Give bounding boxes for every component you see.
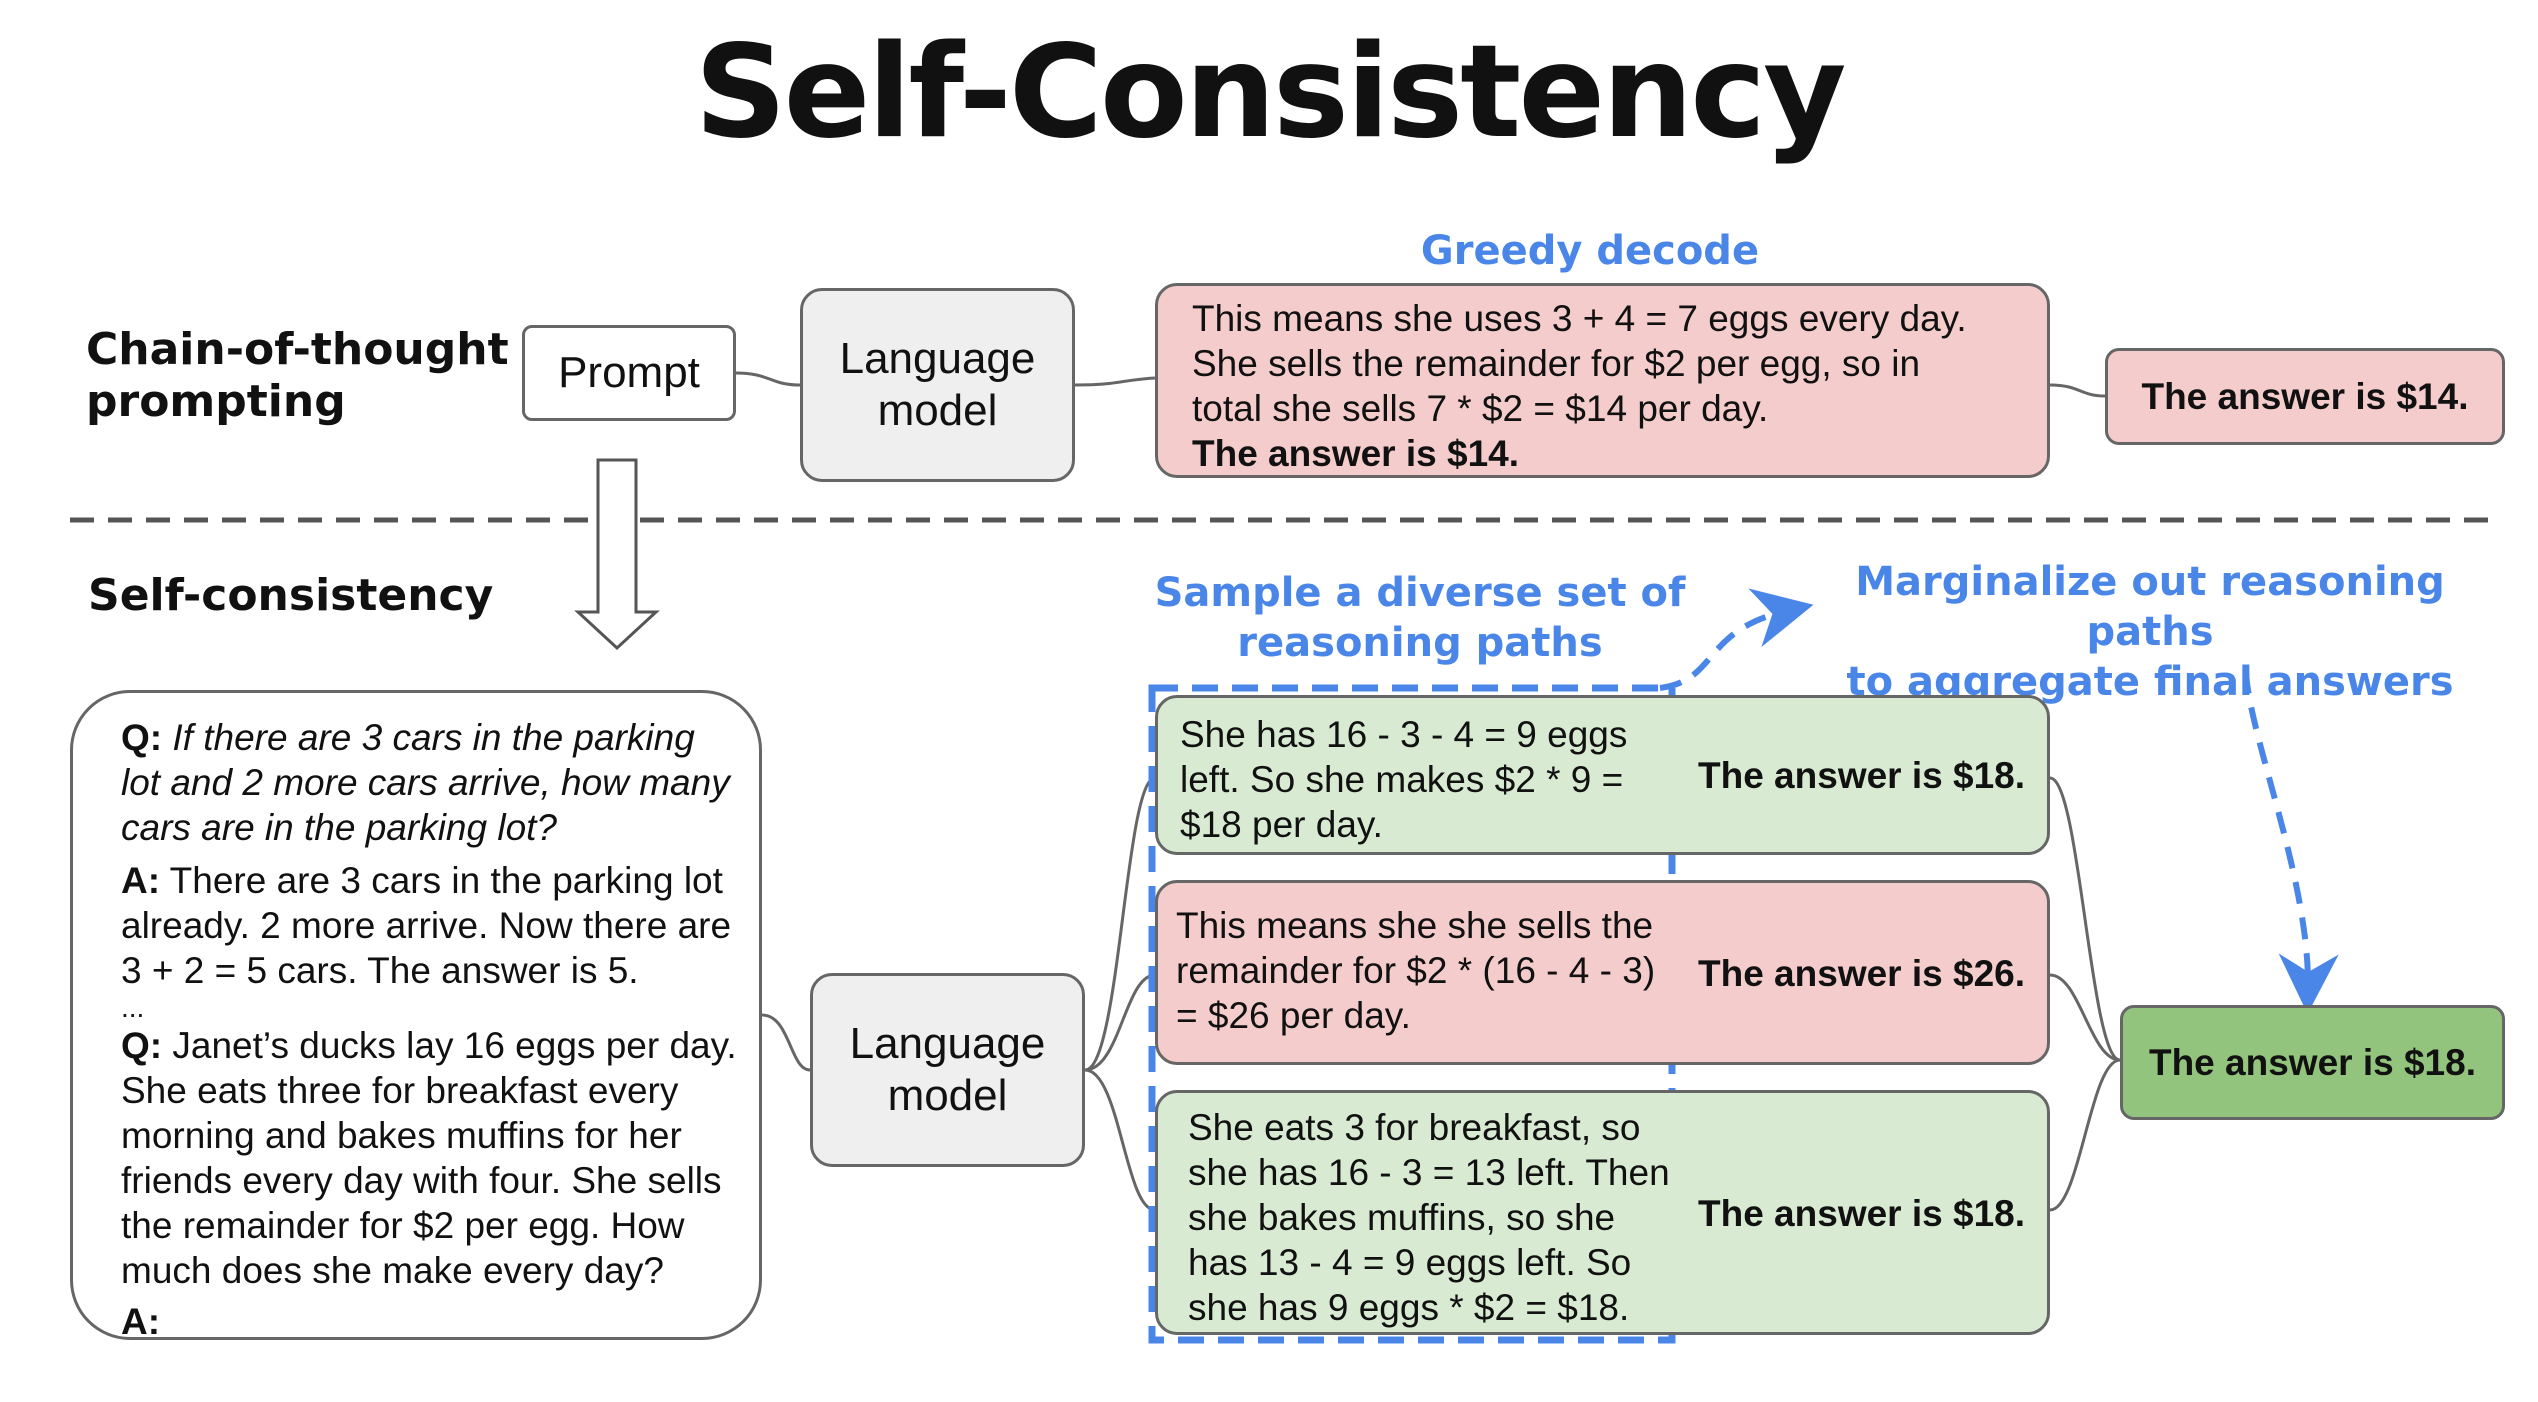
sample-label-line1: Sample a diverse set of [1154, 570, 1686, 616]
aggregate-arrow [2243, 671, 2339, 1014]
marginalize-line1: Marginalize out reasoning paths [1855, 559, 2445, 655]
path1-line-1: She has 16 - 3 - 4 = 9 eggs [1180, 714, 1628, 755]
cot-lm-line1: Language [839, 334, 1036, 383]
q2-text-1: Janet’s ducks lay 16 eggs per day. [172, 1025, 737, 1066]
sc-final-answer: The answer is $18. [2148, 1041, 2476, 1083]
sc-prompt-box: Q: If there are 3 cars in the parking lo… [70, 690, 762, 1342]
sc-lm-line1: Language [849, 1019, 1046, 1068]
a1-prefix: A: [121, 860, 161, 901]
reasoning-path-3: She eats 3 for breakfast, so she has 16 … [1155, 1090, 2050, 1335]
lm-to-path2 [1084, 973, 1156, 1072]
path1-line-3: $18 per day. [1180, 804, 1383, 845]
greedy-decode-label: Greedy decode [1420, 228, 1760, 274]
cot-language-model-box: Language model [800, 288, 1075, 482]
a1-text-2: already. 2 more arrive. Now there are [121, 905, 732, 946]
greedy-decode-box: This means she uses 3 + 4 = 7 eggs every… [1155, 283, 2050, 478]
prompt-to-lm2-line [761, 1013, 811, 1072]
reasoning-path-2: This means she she sells the remainder f… [1155, 880, 2050, 1065]
path3-line-1: She eats 3 for breakfast, so [1188, 1107, 1641, 1148]
q2-text-2: She eats three for breakfast every [121, 1070, 679, 1111]
cot-label-line1: Chain-of-thought [86, 324, 509, 375]
q2-prefix: Q: [121, 1025, 163, 1066]
greedy-line-1: This means she uses 3 + 4 = 7 eggs every… [1192, 298, 1967, 339]
lm-to-path3 [1084, 1068, 1156, 1212]
q1-text-2: lot and 2 more cars arrive, how many [121, 762, 730, 803]
a1-text-1: There are 3 cars in the parking lot [169, 860, 723, 901]
q1-text-3: cars are in the parking lot? [121, 807, 558, 848]
lm-to-greedy-line [1074, 376, 1156, 387]
cot-label-line2: prompting [86, 376, 346, 427]
path1-line-2: left. So she makes $2 * 9 = [1180, 759, 1624, 800]
greedy-line-2: She sells the remainder for $2 per egg, … [1192, 343, 1921, 384]
prompt-to-lm-line [735, 371, 801, 387]
path3-to-final [2049, 1058, 2121, 1212]
cot-final-answer: The answer is $14. [2141, 375, 2469, 417]
greedy-to-answer-line [2049, 383, 2106, 398]
path2-line-2: remainder for $2 * (16 - 4 - 3) [1176, 950, 1656, 991]
greedy-line-3: total she sells 7 * $2 = $14 per day. [1192, 388, 1769, 429]
q2-line-1: Q: Janet’s ducks lay 16 eggs per day. [121, 1023, 759, 1068]
a1-line-1: A: There are 3 cars in the parking lot [121, 858, 759, 903]
path1-answer: The answer is $18. [1698, 755, 2026, 796]
sc-language-model-box: Language model [810, 973, 1085, 1167]
q1-prefix: Q: [121, 717, 163, 758]
sc-lm-line2: model [887, 1071, 1008, 1120]
cot-final-answer-box: The answer is $14. [2105, 348, 2505, 445]
reasoning-path-1: She has 16 - 3 - 4 = 9 eggs left. So she… [1155, 695, 2050, 855]
path3-line-5: she has 9 eggs * $2 = $18. [1188, 1287, 1630, 1328]
cot-lm-line2: model [877, 386, 998, 435]
path3-line-3: she bakes muffins, so she [1188, 1197, 1616, 1238]
marginalize-label: Marginalize out reasoning paths to aggre… [1800, 557, 2500, 707]
q2-text-3: morning and bakes muffins for her [121, 1115, 682, 1156]
marginalize-arrow [1659, 588, 1814, 691]
path3-line-2: she has 16 - 3 = 13 left. Then [1188, 1152, 1670, 1193]
diagram-title: Self-Consistency [694, 18, 1846, 167]
q2-text-5: the remainder for $2 per egg. How [121, 1205, 685, 1246]
q1-line-1: Q: If there are 3 cars in the parking [121, 715, 759, 760]
sc-label: Self-consistency [88, 570, 494, 621]
greedy-answer-line: The answer is $14. [1192, 433, 1520, 474]
path2-line-1: This means she she sells the [1176, 905, 1654, 946]
cot-label: Chain-of-thought prompting [86, 324, 509, 428]
prompt-label: Prompt [558, 348, 700, 397]
prompt-box: Prompt [522, 325, 736, 421]
sample-label-line2: reasoning paths [1237, 620, 1603, 666]
down-arrow [574, 458, 660, 651]
sample-paths-label: Sample a diverse set of reasoning paths [1140, 568, 1700, 668]
path2-to-final [2049, 973, 2121, 1062]
q2-text-4: friends every day with four. She sells [121, 1160, 722, 1201]
sc-final-answer-box: The answer is $18. [2120, 1005, 2505, 1120]
path2-answer: The answer is $26. [1698, 953, 2026, 994]
a1-text-3: 3 + 2 = 5 cars. The answer is 5. [121, 950, 639, 991]
path2-line-3: = $26 per day. [1176, 995, 1411, 1036]
q2-text-6: much does she make every day? [121, 1250, 664, 1291]
q1-text-1: If there are 3 cars in the parking [172, 717, 695, 758]
lm-to-path1 [1084, 776, 1156, 1072]
ellipsis: ... [121, 992, 145, 1023]
a2-prefix: A: [121, 1301, 161, 1342]
path3-answer: The answer is $18. [1698, 1193, 2026, 1234]
path1-to-final [2049, 776, 2121, 1062]
path3-line-4: has 13 - 4 = 9 eggs left. So [1188, 1242, 1632, 1283]
